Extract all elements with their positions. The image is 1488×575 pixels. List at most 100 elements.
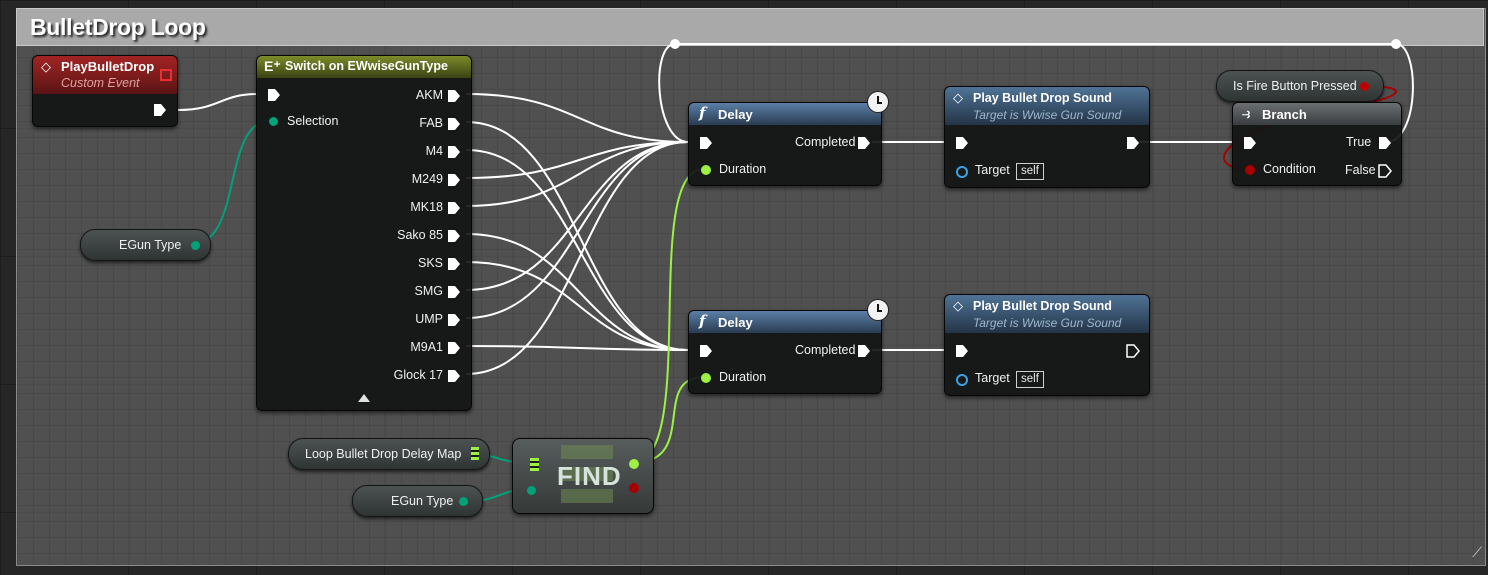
delay-top-completed-label: Completed — [795, 135, 856, 149]
delay-top-header — [689, 103, 881, 125]
switch-case-row[interactable]: AKM — [331, 88, 471, 104]
function-icon-bottom: f — [699, 312, 706, 330]
switch-case-exec-pin[interactable] — [447, 285, 461, 299]
branch-condition-pin[interactable] — [1245, 165, 1255, 175]
branch-exec-in-pin[interactable] — [1243, 136, 1257, 150]
sound-top-target-label: Target — [975, 163, 1010, 177]
switch-node[interactable]: E⁺ Switch on EWwiseGunType Selection AKM… — [256, 55, 472, 411]
delay-top-exec-in-pin[interactable] — [699, 136, 713, 150]
delay-bottom-title: Delay — [718, 315, 753, 330]
switch-case-exec-pin[interactable] — [447, 89, 461, 103]
switch-case-row[interactable]: FAB — [331, 116, 471, 132]
selection-pin[interactable] — [269, 117, 278, 126]
sound-bottom-target-pin[interactable] — [956, 374, 968, 386]
egun-type-variable-1[interactable]: EGun Type — [80, 229, 211, 261]
play-bullet-drop-sound-node-top[interactable]: ◇ Play Bullet Drop Sound Target is Wwise… — [944, 86, 1150, 188]
delay-bottom-completed-pin[interactable] — [857, 344, 871, 358]
sound-top-exec-out-pin[interactable] — [1126, 136, 1140, 150]
switch-case-exec-pin[interactable] — [447, 229, 461, 243]
delay-top-duration-pin[interactable] — [701, 165, 711, 175]
branch-true-pin[interactable] — [1378, 136, 1392, 150]
sound-bottom-title: Play Bullet Drop Sound — [973, 299, 1112, 313]
delay-bottom-header — [689, 311, 881, 333]
fire-variable-out-pin[interactable] — [1360, 82, 1369, 91]
delay-bottom-duration-pin[interactable] — [701, 373, 711, 383]
comment-header[interactable] — [16, 8, 1484, 46]
switch-case-exec-pin[interactable] — [447, 313, 461, 327]
switch-case-label: MK18 — [410, 200, 443, 214]
sound-top-header — [945, 87, 1149, 125]
switch-case-exec-pin[interactable] — [447, 173, 461, 187]
collapse-arrow-icon[interactable] — [358, 394, 370, 402]
switch-case-row[interactable]: M249 — [331, 172, 471, 188]
sound-bottom-exec-out-pin[interactable] — [1126, 344, 1140, 358]
switch-case-exec-pin[interactable] — [447, 145, 461, 159]
sound-bottom-header — [945, 295, 1149, 333]
find-bg-pattern — [561, 445, 613, 507]
is-fire-button-pressed-variable[interactable]: Is Fire Button Pressed — [1216, 70, 1384, 102]
play-bullet-drop-sound-node-bottom[interactable]: ◇ Play Bullet Drop Sound Target is Wwise… — [944, 294, 1150, 396]
switch-case-row[interactable]: SKS — [331, 256, 471, 272]
find-key-in-pin[interactable] — [527, 486, 536, 495]
switch-case-row[interactable]: UMP — [331, 312, 471, 328]
comment-resize-grip[interactable]: ⟋ — [1472, 544, 1482, 560]
sound-top-exec-in-pin[interactable] — [955, 136, 969, 150]
branch-node[interactable]: ⥽ Branch True Condition False — [1232, 102, 1402, 186]
sound-top-target-pin[interactable] — [956, 166, 968, 178]
sound-bottom-self-box[interactable]: self — [1016, 371, 1044, 388]
egun-type-variable-2[interactable]: EGun Type — [352, 485, 483, 517]
sound-top-diamond-icon: ◇ — [953, 90, 963, 105]
sound-bottom-diamond-icon: ◇ — [953, 298, 963, 313]
branch-condition-label: Condition — [1263, 162, 1316, 176]
event-delegate-pin[interactable] — [160, 69, 172, 81]
branch-false-pin[interactable] — [1378, 164, 1392, 178]
delay-bottom-completed-label: Completed — [795, 343, 856, 357]
switch-case-label: SKS — [417, 256, 443, 270]
switch-case-label: FAB — [419, 116, 443, 130]
latent-clock-icon-top — [867, 91, 889, 113]
map-out-pin[interactable] — [471, 447, 479, 460]
sound-top-self-box[interactable]: self — [1016, 163, 1044, 180]
switch-case-row[interactable]: M4 — [331, 144, 471, 160]
delay-top-title: Delay — [718, 107, 753, 122]
switch-case-row[interactable]: SMG — [331, 284, 471, 300]
find-map-in-pin[interactable] — [530, 458, 539, 471]
latent-clock-icon-bottom — [867, 299, 889, 321]
delay-bottom-exec-in-pin[interactable] — [699, 344, 713, 358]
switch-case-row[interactable]: M9A1 — [331, 340, 471, 356]
loop-bullet-drop-delay-map-variable[interactable]: Loop Bullet Drop Delay Map — [288, 438, 490, 470]
event-node-playbulletdrop[interactable]: ◇ PlayBulletDrop Custom Event — [32, 55, 178, 127]
egun-type-out-pin-1[interactable] — [191, 241, 200, 250]
switch-case-row[interactable]: Glock 17 — [331, 368, 471, 384]
egun-type-label-2: EGun Type — [391, 494, 454, 508]
sound-top-subtitle: Target is Wwise Gun Sound — [973, 108, 1122, 122]
switch-case-exec-pin[interactable] — [447, 257, 461, 271]
switch-case-row[interactable]: MK18 — [331, 200, 471, 216]
switch-case-exec-pin[interactable] — [447, 117, 461, 131]
sound-bottom-exec-in-pin[interactable] — [955, 344, 969, 358]
switch-case-exec-pin[interactable] — [447, 201, 461, 215]
find-bool-out-pin[interactable] — [629, 483, 639, 493]
branch-icon: ⥽ — [1242, 105, 1250, 121]
find-label: FIND — [557, 461, 622, 491]
branch-title: Branch — [1262, 107, 1307, 122]
switch-case-exec-pin[interactable] — [447, 369, 461, 383]
switch-case-label: AKM — [415, 88, 443, 102]
find-value-out-pin[interactable] — [629, 459, 639, 469]
egun-type-out-pin-2[interactable] — [459, 497, 468, 506]
event-exec-out-pin[interactable] — [153, 103, 167, 117]
delay-top-duration-label: Duration — [719, 162, 767, 176]
delay-node-top[interactable]: f Delay Completed Duration — [688, 102, 882, 186]
switch-case-exec-pin[interactable] — [447, 341, 461, 355]
sound-bottom-target-label: Target — [975, 371, 1010, 385]
event-diamond-icon: ◇ — [41, 59, 51, 74]
find-node[interactable]: FIND — [512, 438, 654, 514]
delay-node-bottom[interactable]: f Delay Completed Duration — [688, 310, 882, 394]
switch-case-label: M249 — [411, 172, 443, 186]
comment-title: BulletDrop Loop — [30, 14, 206, 40]
delay-top-completed-pin[interactable] — [857, 136, 871, 150]
function-icon-top: f — [699, 104, 706, 122]
switch-exec-in-pin[interactable] — [267, 88, 281, 102]
switch-case-row[interactable]: Sako 85 — [331, 228, 471, 244]
egun-type-label-1: EGun Type — [119, 238, 182, 252]
